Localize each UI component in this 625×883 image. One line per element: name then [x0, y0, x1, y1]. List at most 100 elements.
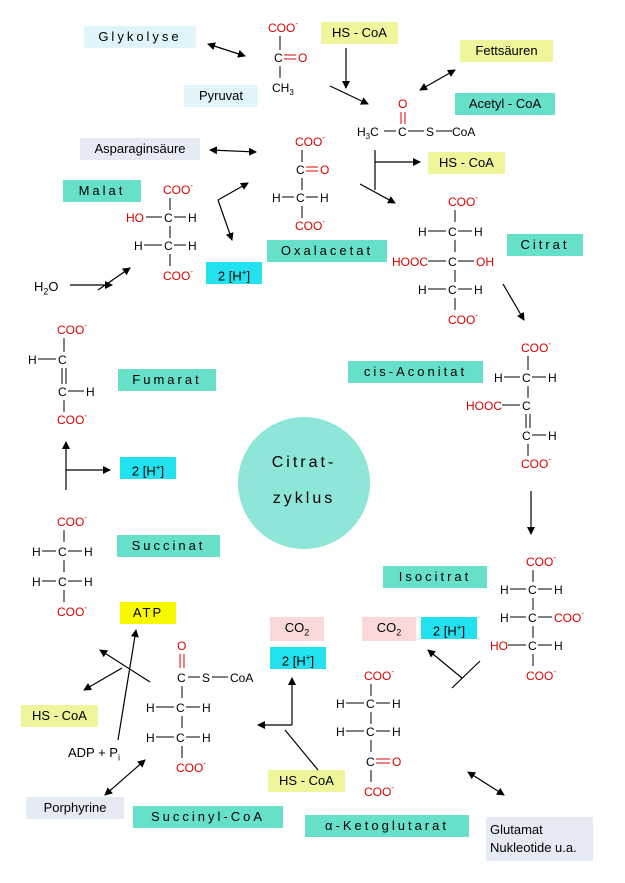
atp-label: ATP [120, 602, 176, 624]
svg-text:C: C [274, 51, 283, 65]
h2o-label: H2O [34, 279, 59, 297]
svg-text:H: H [336, 697, 345, 711]
svg-text:COO-: COO- [295, 133, 325, 149]
citrate-cycle-title: Citrat- zyklus [271, 454, 337, 507]
svg-text:C: C [58, 353, 67, 367]
svg-text:O: O [392, 755, 401, 769]
co2-right-label: CO2 [362, 617, 416, 641]
svg-text:H: H [188, 239, 197, 253]
svg-text:OH: OH [476, 255, 494, 269]
svg-text:H: H [500, 583, 509, 597]
svg-text:CoA: CoA [452, 125, 475, 139]
two-h-malat-label: 2 [H+] [206, 262, 262, 284]
fettsaeuren-label: Fettsäuren [460, 40, 553, 62]
svg-text:C: C [528, 639, 537, 653]
asparaginsaeure-label: Asparaginsäure [80, 138, 200, 160]
svg-text:H: H [146, 701, 155, 715]
svg-text:COO-: COO- [163, 267, 193, 283]
svg-text:COO-: COO- [57, 603, 87, 619]
svg-text:S: S [202, 671, 210, 685]
svg-text:C: C [522, 429, 531, 443]
glykolyse-label: Glykolyse [84, 26, 196, 48]
svg-text:H: H [320, 191, 329, 205]
svg-text:H: H [202, 701, 211, 715]
two-h-right-label: 2 [H+] [421, 617, 477, 639]
svg-text:H: H [474, 283, 483, 297]
two-h-fumarat-label: 2 [H+] [120, 457, 176, 479]
svg-text:C: C [176, 701, 185, 715]
succinat-structure: COO- H C H H C H COO- [32, 513, 93, 619]
svg-text:C: C [58, 545, 67, 559]
oxalacetat-label: Oxalacetat [267, 240, 387, 262]
svg-text:COO-: COO- [295, 217, 325, 233]
svg-text:H: H [500, 611, 509, 625]
svg-text:H: H [494, 371, 503, 385]
succinyl-coa-label: Succinyl-CoA [133, 806, 283, 828]
svg-text:HOOC: HOOC [466, 399, 502, 413]
svg-text:O: O [177, 639, 186, 653]
svg-text:C: C [366, 697, 375, 711]
svg-text:C: C [528, 583, 537, 597]
svg-text:H: H [86, 385, 95, 399]
acetyl-coa-label: Acetyl - CoA [455, 93, 555, 115]
svg-text:COO-: COO- [554, 609, 584, 625]
svg-text:C: C [296, 163, 305, 177]
svg-text:C: C [58, 575, 67, 589]
svg-text:C: C [58, 385, 67, 399]
svg-text:CH3: CH3 [272, 81, 294, 97]
ketoglutarat-label: α-Ketoglutarat [305, 815, 469, 837]
svg-text:C: C [522, 399, 531, 413]
isocitrat-label: Isocitrat [383, 566, 487, 588]
svg-text:C: C [366, 755, 375, 769]
svg-text:O: O [298, 51, 307, 65]
isocitrat-structure: COO- H C H H C COO- HO C H COO- [490, 553, 584, 683]
svg-text:H: H [392, 725, 401, 739]
two-h-mid-label: 2 [H+] [270, 647, 326, 669]
svg-text:COO-: COO- [526, 553, 556, 569]
svg-text:C: C [164, 211, 173, 225]
svg-text:H: H [146, 731, 155, 745]
svg-text:COO-: COO- [364, 783, 394, 799]
svg-text:C: C [366, 725, 375, 739]
svg-text:H: H [418, 283, 427, 297]
svg-text:HOOC: HOOC [392, 255, 428, 269]
svg-text:C: C [296, 191, 305, 205]
adp-label: ADP + Pi [68, 745, 120, 763]
svg-text:S: S [426, 125, 434, 139]
svg-text:C: C [398, 125, 407, 139]
svg-text:H: H [474, 225, 483, 239]
acetyl-coa-structure: O H3C C S CoA [357, 97, 475, 141]
svg-text:COO-: COO- [176, 759, 206, 775]
svg-text:COO-: COO- [268, 19, 298, 35]
svg-text:C: C [448, 283, 457, 297]
porphyrine-label: Porphyrine [26, 797, 124, 819]
hs-coa-bottom-label: HS - CoA [268, 770, 345, 792]
svg-text:HO: HO [126, 211, 144, 225]
citrat-label: Citrat [507, 234, 583, 256]
svg-text:H: H [554, 583, 563, 597]
hs-coa-top-label: HS - CoA [321, 22, 398, 44]
svg-text:C: C [177, 671, 186, 685]
svg-text:H: H [28, 353, 37, 367]
succinyl-coa-structure: O C S CoA H C H H C H COO- [146, 639, 253, 775]
cis-aconitat-label: cis-Aconitat [348, 361, 483, 383]
svg-text:COO-: COO- [448, 193, 478, 209]
svg-text:C: C [448, 255, 457, 269]
svg-text:C: C [176, 731, 185, 745]
svg-text:COO-: COO- [57, 513, 87, 529]
svg-text:H: H [202, 731, 211, 745]
svg-text:COO-: COO- [57, 411, 87, 427]
citrate-cycle-circle [238, 417, 370, 549]
cis-aconitat-structure: COO- H C H HOOC C C H COO- [466, 339, 557, 471]
svg-text:H: H [548, 371, 557, 385]
svg-text:O: O [320, 163, 329, 177]
svg-text:COO-: COO- [364, 667, 394, 683]
svg-text:H: H [336, 725, 345, 739]
svg-text:H: H [272, 191, 281, 205]
svg-text:C: C [522, 371, 531, 385]
svg-text:H: H [188, 211, 197, 225]
svg-text:COO-: COO- [163, 181, 193, 197]
co2-mid-label: CO2 [270, 617, 324, 641]
svg-text:H: H [418, 225, 427, 239]
